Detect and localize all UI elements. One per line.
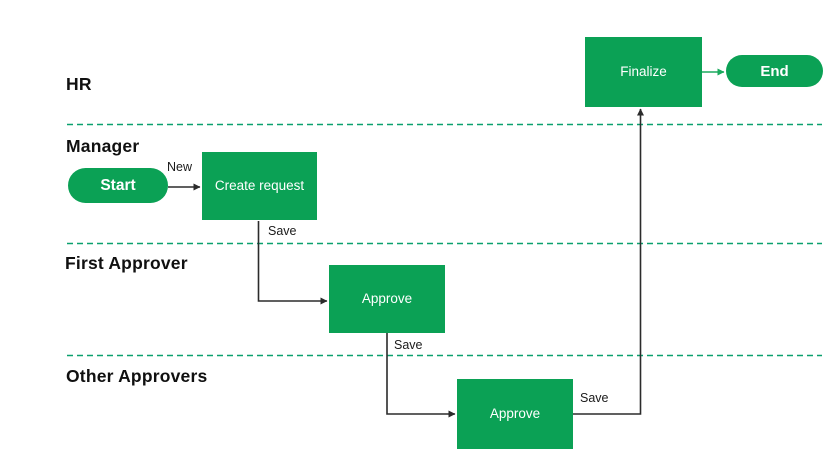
finalize-node: Finalize [585,37,702,107]
edge-approve-other-to-finalize [573,108,644,415]
edge-label-save-other: Save [580,391,609,405]
lane-label-hr: HR [66,74,92,94]
edge-label-save-first: Save [394,338,423,352]
approve-other-node: Approve [457,379,573,449]
edge-label-save-create: Save [268,224,297,238]
edge-label-new: New [167,160,193,174]
lane-label-first-approver: First Approver [65,253,188,273]
end-node: End [726,55,823,87]
lane-label-other-approvers: Other Approvers [66,366,208,386]
lane-label-manager: Manager [66,136,140,156]
approve-first-node: Approve [329,265,445,333]
start-node: Start [68,168,168,203]
create-request-node: Create request [202,152,317,220]
